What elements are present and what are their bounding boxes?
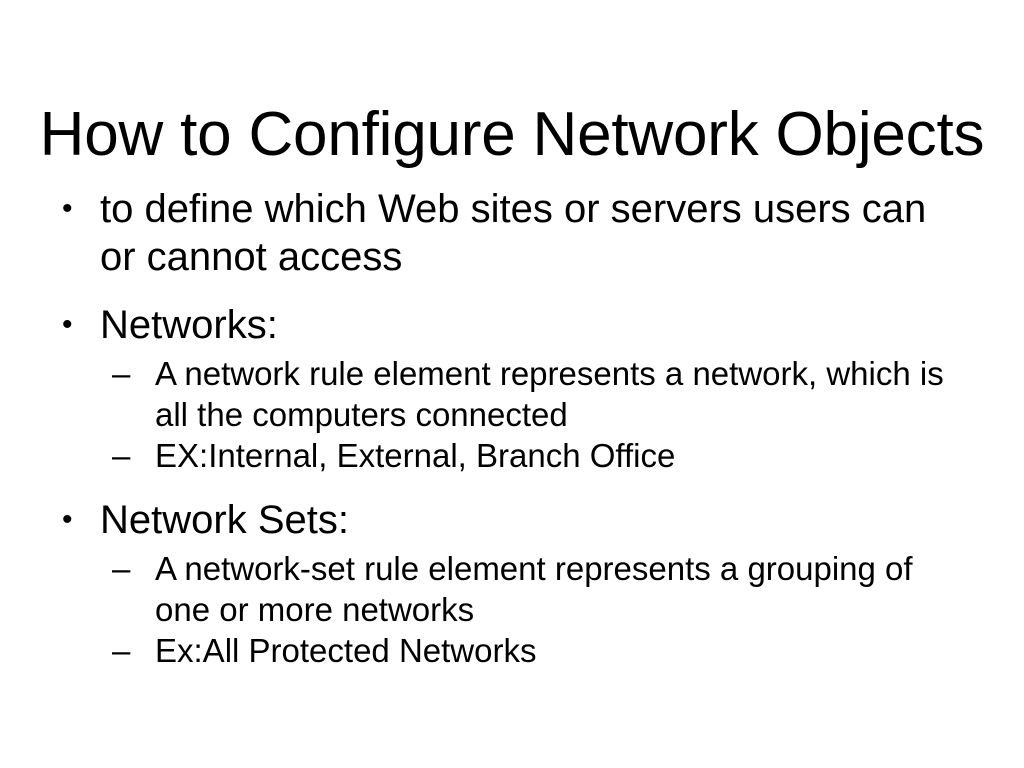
sub-bullet-text: A network-set rule element represents a … (155, 550, 913, 628)
sub-bullet-text: Ex:All Protected Networks (155, 632, 537, 669)
slide-title: How to Configure Network Objects (39, 99, 985, 169)
bullet-text: Network Sets: (100, 498, 349, 542)
sub-bullet-text: EX:Internal, External, Branch Office (155, 437, 676, 474)
bullet-item: • Networks: – A network rule element rep… (60, 301, 960, 476)
bullet-item: • to define which Web sites or servers u… (60, 185, 960, 281)
bullet-dot-icon: • (62, 192, 73, 225)
bullet-item: • Network Sets: – A network-set rule ele… (60, 496, 960, 671)
bullet-dot-icon: • (62, 503, 73, 536)
sub-bullet-list: – A network-set rule element represents … (100, 548, 960, 671)
dash-icon: – (112, 437, 131, 474)
bullet-dot-icon: • (62, 308, 73, 341)
sub-bullet-list: – A network rule element represents a ne… (100, 353, 960, 476)
dash-icon: – (112, 550, 131, 587)
sub-bullet-text: A network rule element represents a netw… (155, 355, 944, 433)
sub-bullet-item: – EX:Internal, External, Branch Office (112, 435, 960, 476)
dash-icon: – (112, 632, 131, 669)
bullet-text: to define which Web sites or servers use… (100, 187, 927, 279)
sub-bullet-item: – Ex:All Protected Networks (112, 630, 960, 671)
sub-bullet-item: – A network rule element represents a ne… (112, 353, 960, 435)
bullet-text: Networks: (100, 303, 278, 347)
bullet-list: • to define which Web sites or servers u… (60, 185, 980, 671)
slide-body: • to define which Web sites or servers u… (60, 185, 980, 677)
dash-icon: – (112, 355, 131, 392)
sub-bullet-item: – A network-set rule element represents … (112, 548, 960, 630)
